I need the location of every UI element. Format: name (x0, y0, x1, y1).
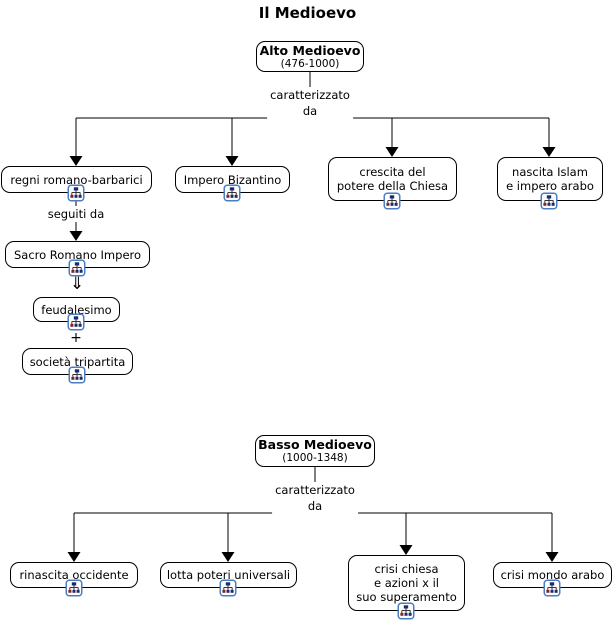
linking-phrase-seguiti-da[interactable]: seguiti da (44, 206, 108, 222)
double-arrow-link[interactable]: ⇓ (67, 274, 87, 294)
concept-label: Basso Medioevo (258, 437, 372, 452)
plus-link[interactable]: + (68, 330, 84, 346)
linked-cmap-icon[interactable] (543, 579, 561, 597)
concept-label: società tripartita (29, 354, 126, 369)
linked-cmap-icon[interactable] (67, 313, 85, 331)
concept-label: Alto Medioevo (259, 42, 361, 58)
concept-label: crisi mondo arabo (500, 568, 605, 582)
linked-cmap-icon[interactable] (68, 259, 86, 277)
concept-label-line2: e azioni x il (373, 576, 440, 590)
linking-phrase-caratterizzato-da-bottom[interactable]: caratterizzato da (272, 482, 358, 514)
concept-dates: (1000-1348) (282, 452, 348, 464)
concept-label-line2: potere della Chiesa (336, 179, 449, 193)
concept-label-line1: nascita Islam (512, 165, 588, 179)
concept-impero-bizantino[interactable]: Impero Bizantino (175, 166, 290, 193)
concept-label: rinascita occidente (19, 568, 129, 582)
concept-feudalesimo[interactable]: feudalesimo (33, 297, 120, 322)
concept-label-line1: crescita del (359, 165, 426, 179)
concept-alto-medioevo[interactable]: Alto Medioevo (476-1000) (256, 41, 364, 72)
linked-cmap-icon[interactable] (397, 602, 415, 620)
linking-phrase-caratterizzato-da-top[interactable]: caratterizzato da (267, 87, 353, 119)
linked-cmap-icon[interactable] (219, 579, 237, 597)
concept-dates: (476-1000) (280, 57, 340, 70)
concept-label: feudalesimo (41, 302, 112, 317)
concept-label-line3: suo superamento (356, 590, 457, 604)
concept-basso-medioevo[interactable]: Basso Medioevo (1000-1348) (255, 435, 375, 467)
concept-label: Impero Bizantino (183, 172, 282, 187)
linked-cmap-icon[interactable] (540, 192, 558, 210)
linked-cmap-icon[interactable] (65, 579, 83, 597)
linked-cmap-icon[interactable] (383, 192, 401, 210)
concept-label: lotta poteri universali (166, 568, 291, 582)
concept-label-line2: e impero arabo (506, 179, 594, 193)
linked-cmap-icon[interactable] (223, 184, 241, 202)
map-title: Il Medioevo (258, 4, 357, 22)
concept-regni-romano-barbarici[interactable]: regni romano-barbarici (1, 166, 152, 193)
linked-cmap-icon[interactable] (67, 184, 85, 202)
concept-label-line1: crisi chiesa (374, 562, 439, 576)
concept-label: regni romano-barbarici (10, 172, 143, 187)
concept-label: Sacro Romano Impero (13, 247, 142, 262)
linked-cmap-icon[interactable] (68, 366, 86, 384)
concept-crisi-chiesa[interactable]: crisi chiesa e azioni x il suo superamen… (348, 555, 465, 611)
